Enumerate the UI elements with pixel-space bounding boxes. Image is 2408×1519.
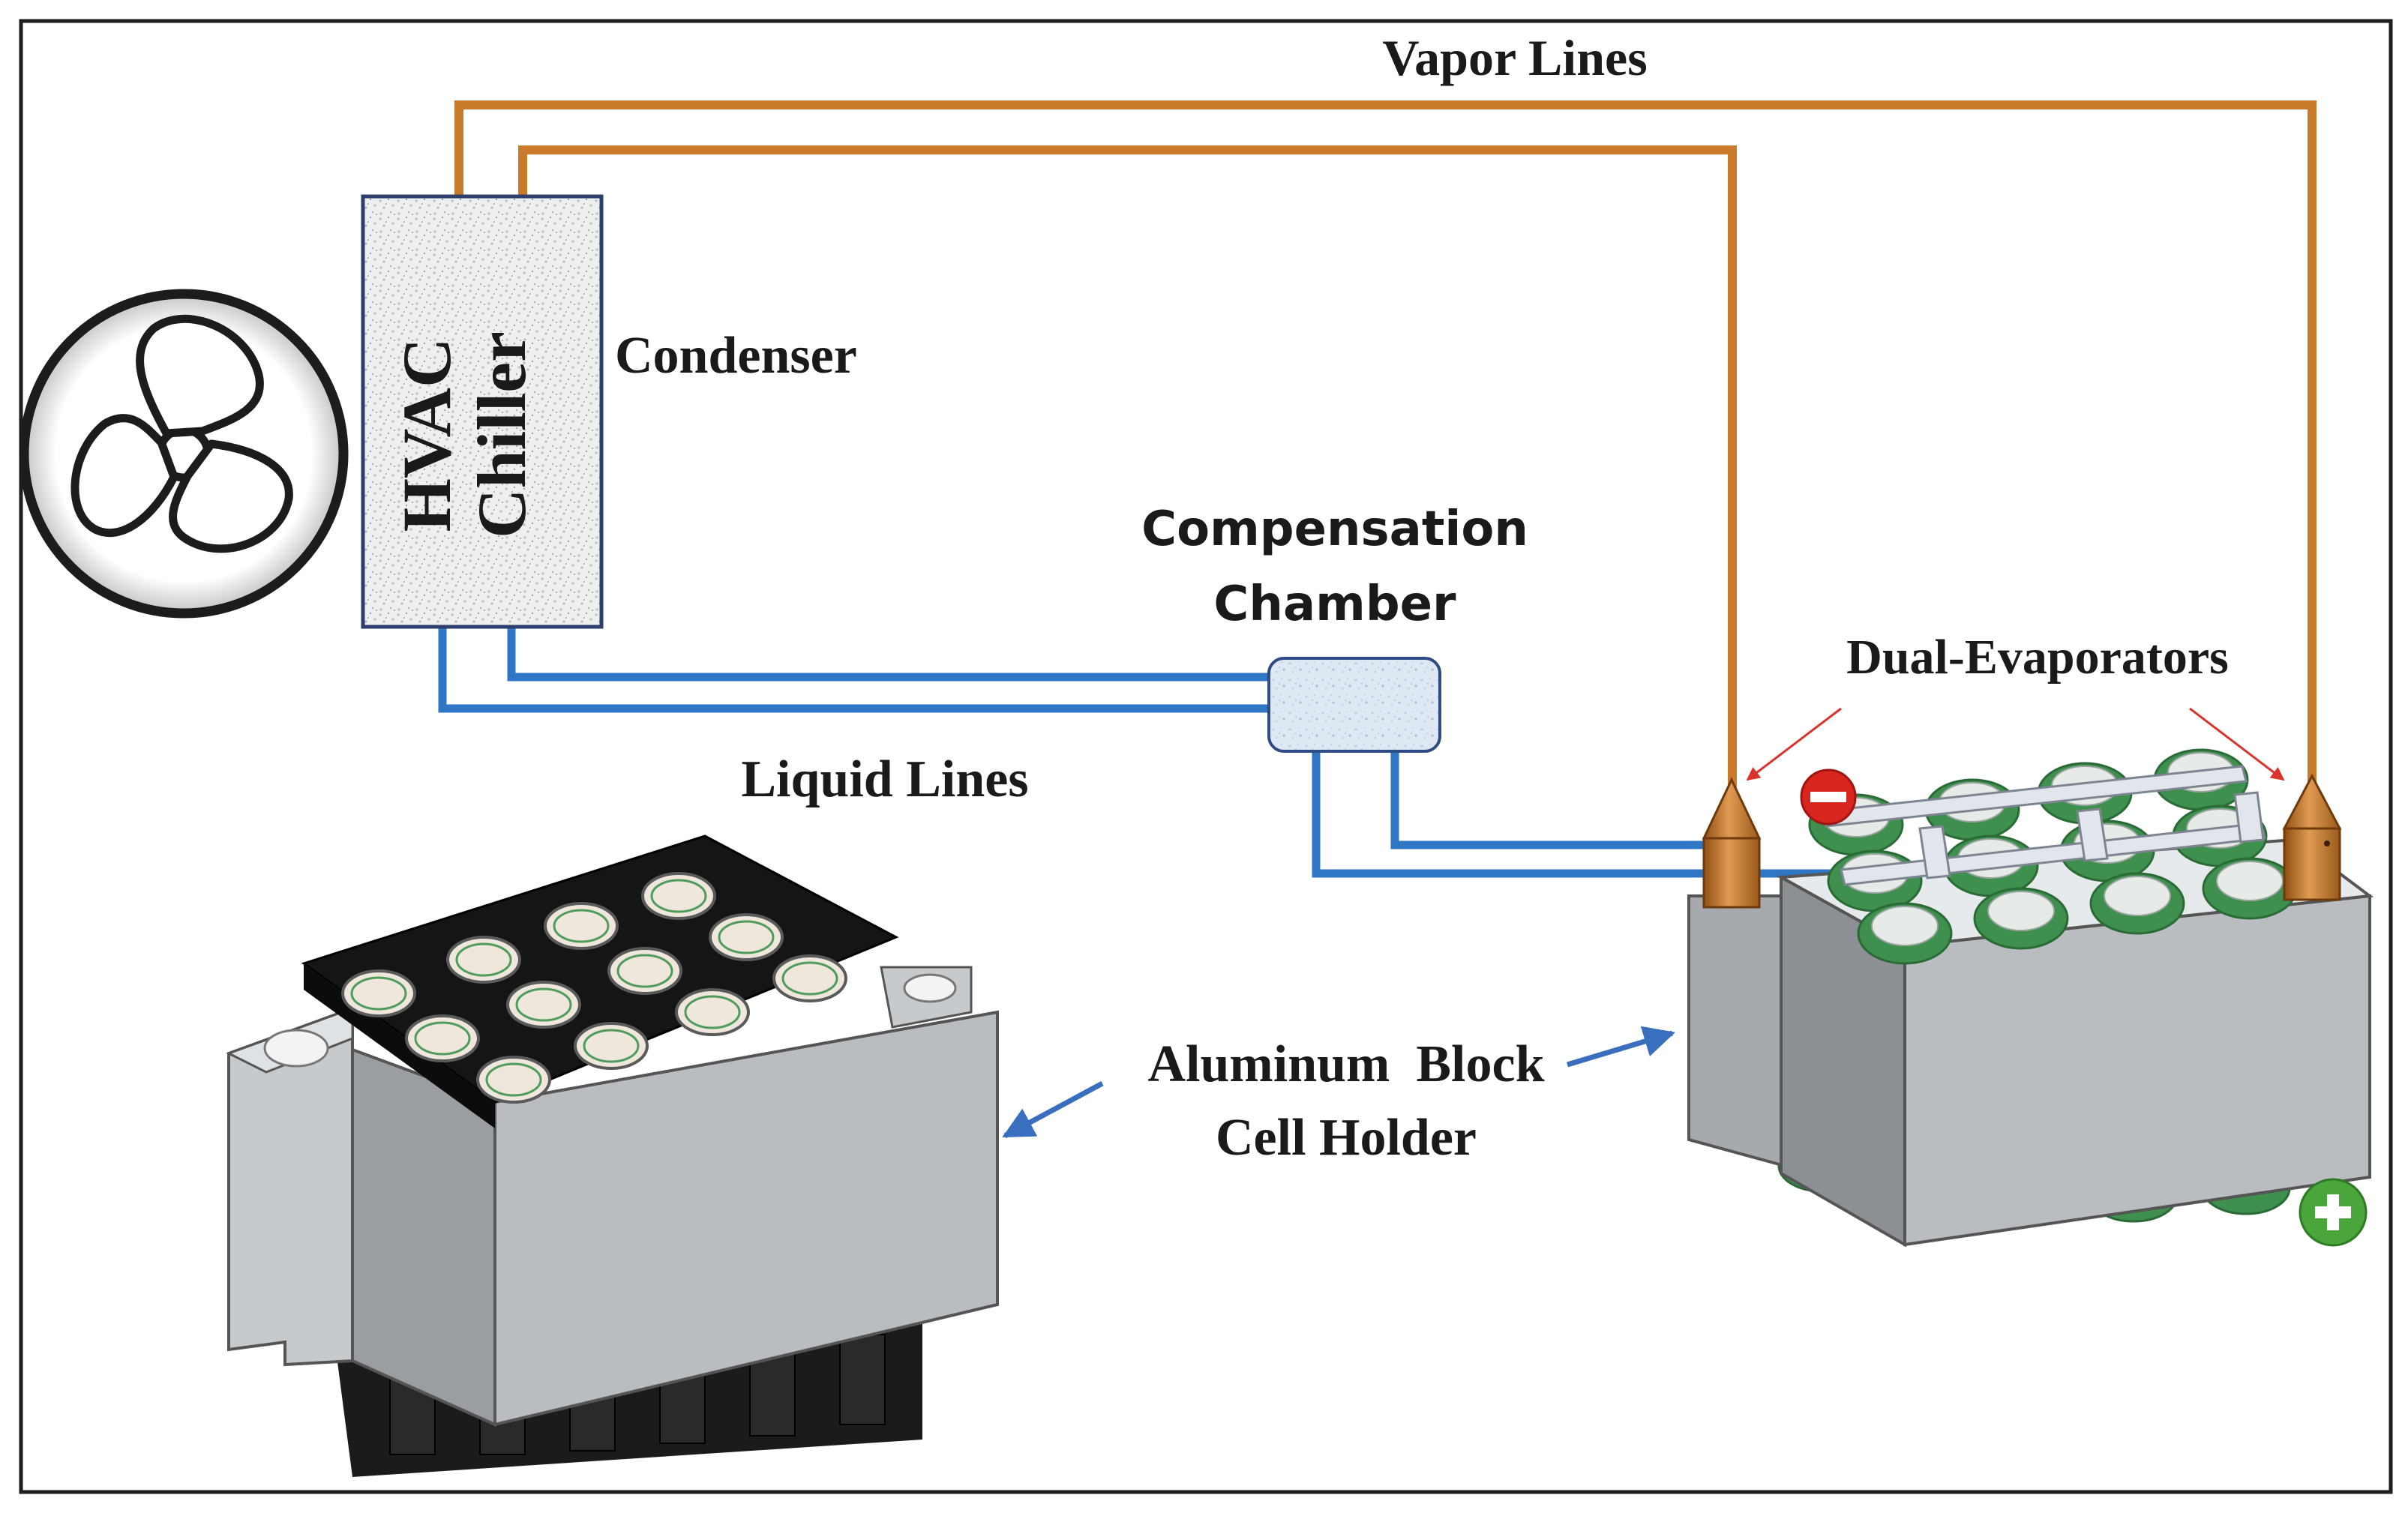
plus-circle-icon [2299, 1178, 2368, 1247]
vapor-lines-label: Vapor Lines [1382, 29, 1647, 86]
liquid-line-to-evap-b [1390, 748, 1745, 849]
liquid-line-inner [507, 626, 1271, 682]
condenser-label: Condenser [615, 327, 857, 385]
battery-module-right [1687, 748, 2374, 1248]
arrow-to-right-block [1566, 1026, 1676, 1068]
top-cells-right [1808, 748, 2298, 965]
evaporator-right [2282, 773, 2342, 901]
aluminum-block-label-2: Cell Holder [1216, 1109, 1477, 1167]
liquid-lines-label: Liquid Lines [741, 751, 1028, 808]
arrow-to-evaporator-right [2189, 707, 2285, 781]
hvac-label: HVAC [388, 337, 465, 532]
dual-evaporators-label: Dual-Evaporators [1846, 630, 2229, 685]
vapor-lines [454, 100, 2317, 810]
vapor-line-outer [454, 100, 2317, 810]
battery-module-left [226, 834, 999, 1477]
fan-icon [19, 289, 349, 619]
aluminum-block-label-1: Aluminum Block [1148, 1035, 1545, 1093]
vapor-line-inner [518, 145, 1737, 795]
hvac-chiller-condenser: HVAC Chiller [361, 194, 604, 629]
compensation-chamber-label-1: Compensation [1141, 502, 1528, 557]
compensation-chamber [1267, 657, 1441, 753]
compensation-chamber-label-2: Chamber [1213, 577, 1456, 632]
arrows [1002, 707, 2285, 1139]
minus-circle-icon [1800, 768, 1857, 825]
arrow-to-left-block [1002, 1080, 1104, 1139]
evaporator-left [1702, 777, 1762, 909]
chiller-label: Chiller [463, 331, 540, 538]
liquid-line-outer [438, 626, 1271, 713]
arrow-to-evaporator-left [1746, 707, 1842, 781]
